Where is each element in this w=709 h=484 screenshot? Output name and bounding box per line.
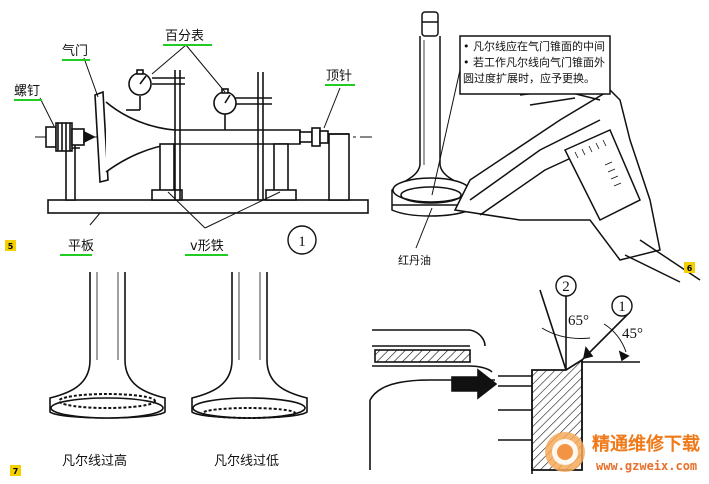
label-plate: 平板: [68, 239, 94, 254]
svg-text:6: 6: [687, 264, 693, 273]
valve-stem: [105, 101, 301, 173]
base-plate: [47, 199, 369, 214]
badge-7: [10, 465, 21, 476]
circle-1: [611, 295, 633, 317]
caption-seal-low: 凡尔线过低: [214, 454, 279, 469]
note-line-2: • 若工作凡尔线向气门锥面外: [463, 55, 605, 69]
note-box: [459, 35, 611, 95]
screw: [45, 126, 57, 148]
svg-text:7: 7: [13, 467, 19, 476]
label-center: 顶针: [326, 69, 352, 84]
label-valve: 气门: [62, 43, 88, 59]
badge-6: [684, 262, 695, 273]
watermark-logo: [545, 432, 585, 472]
figure-seal-line: [49, 272, 308, 419]
flow-arrow: [451, 368, 498, 400]
figure-number: 1: [298, 234, 306, 250]
valve-seal-high: [49, 272, 166, 419]
hatched-head: [374, 349, 471, 363]
note-line-1: • 凡尔线应在气门锥面的中间: [463, 39, 605, 53]
svg-text:5: 5: [8, 242, 14, 251]
note-line-3: 圆过度扩展时，应予更换。: [463, 71, 595, 85]
angle-45-label: 45°: [622, 326, 643, 342]
watermark-title: 精通维修下载: [592, 433, 700, 455]
figure-number-circle: [287, 225, 317, 255]
v-block-right: [273, 143, 289, 195]
circle-1-label: 1: [618, 299, 626, 315]
angle-65-label: 65°: [568, 313, 589, 329]
caption-seal-high: 凡尔线过高: [62, 453, 127, 469]
figure-caliper-check: [391, 11, 701, 283]
circle-2-label: 2: [562, 279, 570, 295]
v-block-left: [159, 143, 175, 195]
circle-2: [555, 275, 577, 297]
valve-head: [94, 90, 109, 184]
badge-5: [5, 240, 16, 251]
label-v-block: v形铁: [190, 239, 224, 254]
tailstock: [328, 133, 350, 201]
watermark-url: www.gzweix.com: [596, 459, 697, 473]
label-red-lead: 红丹油: [398, 253, 431, 267]
label-dial-indicator: 百分表: [165, 29, 204, 44]
label-screw: 螺钉: [14, 84, 40, 99]
valve-seal-low: [191, 272, 308, 419]
figure-valve-runout: [35, 44, 372, 229]
